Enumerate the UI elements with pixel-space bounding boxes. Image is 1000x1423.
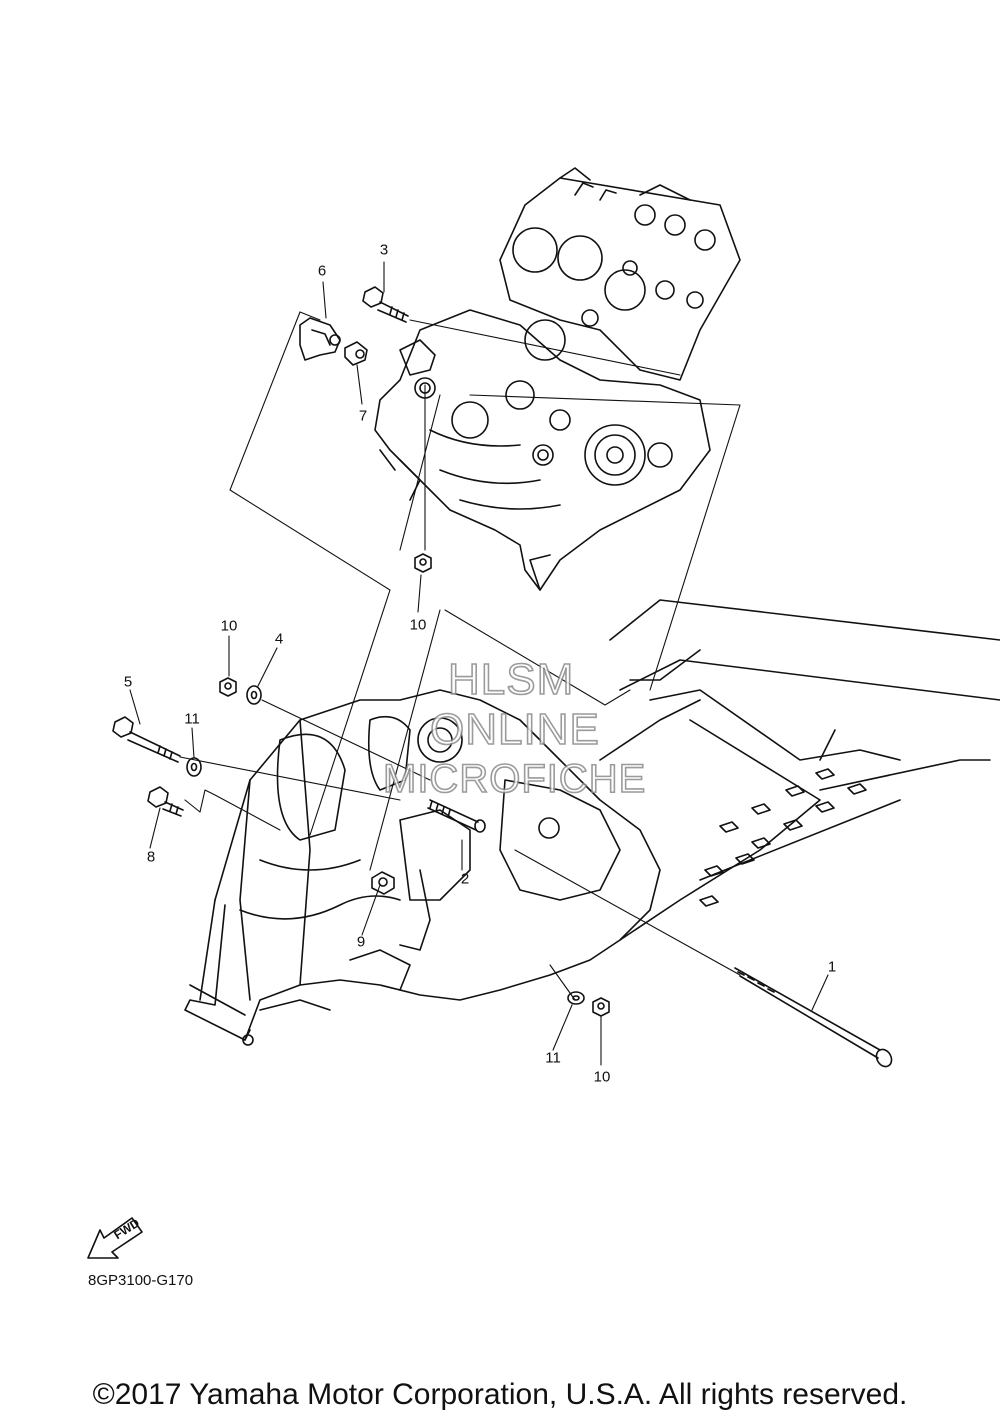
diagram-reference-code: 8GP3100-G170 (88, 1272, 194, 1289)
part-3-bolt[interactable] (362, 286, 409, 323)
leader-lines (129, 261, 829, 1066)
callout-11-left: 11 (184, 710, 200, 728)
watermark-line-1: HLSM (447, 654, 575, 705)
callout-2: 2 (460, 870, 470, 888)
part-11-washer-bottom[interactable] (567, 991, 585, 1005)
callout-6: 6 (317, 262, 327, 280)
part-7-damper[interactable] (344, 341, 368, 366)
callout-7: 7 (358, 407, 368, 425)
part-10-nut-top[interactable] (414, 553, 432, 573)
part-4-washer[interactable] (246, 685, 262, 705)
callout-10-left: 10 (220, 617, 238, 635)
part-2-stud-bolt[interactable] (427, 799, 486, 833)
callout-9: 9 (356, 933, 366, 951)
callout-5: 5 (123, 673, 133, 691)
callout-4: 4 (274, 630, 284, 648)
copyright-notice: ©2017 Yamaha Motor Corporation, U.S.A. A… (92, 1378, 908, 1411)
callout-3: 3 (379, 241, 389, 259)
part-1-through-bolt[interactable] (734, 967, 895, 1069)
callout-1: 1 (827, 958, 837, 976)
watermark-line-3: MICROFICHE (382, 756, 647, 802)
fwd-arrow-icon (87, 1217, 143, 1259)
callout-8: 8 (146, 848, 156, 866)
engine-block (374, 167, 741, 591)
callout-10-top: 10 (409, 616, 427, 634)
part-9-damper[interactable] (371, 871, 395, 895)
part-11-washer-left[interactable] (186, 757, 202, 777)
frame (184, 599, 1000, 1046)
part-10-nut-bottom[interactable] (592, 997, 610, 1017)
watermark-line-2: ONLINE (429, 704, 600, 755)
callout-10-bottom: 10 (593, 1068, 611, 1086)
part-5-bolt[interactable] (112, 716, 181, 763)
assembly-lines (179, 311, 741, 1001)
part-8-bolt[interactable] (147, 786, 184, 817)
part-6-bracket[interactable] (299, 317, 341, 361)
callout-11-bottom: 11 (545, 1049, 561, 1067)
part-10-nut-left[interactable] (219, 677, 237, 697)
